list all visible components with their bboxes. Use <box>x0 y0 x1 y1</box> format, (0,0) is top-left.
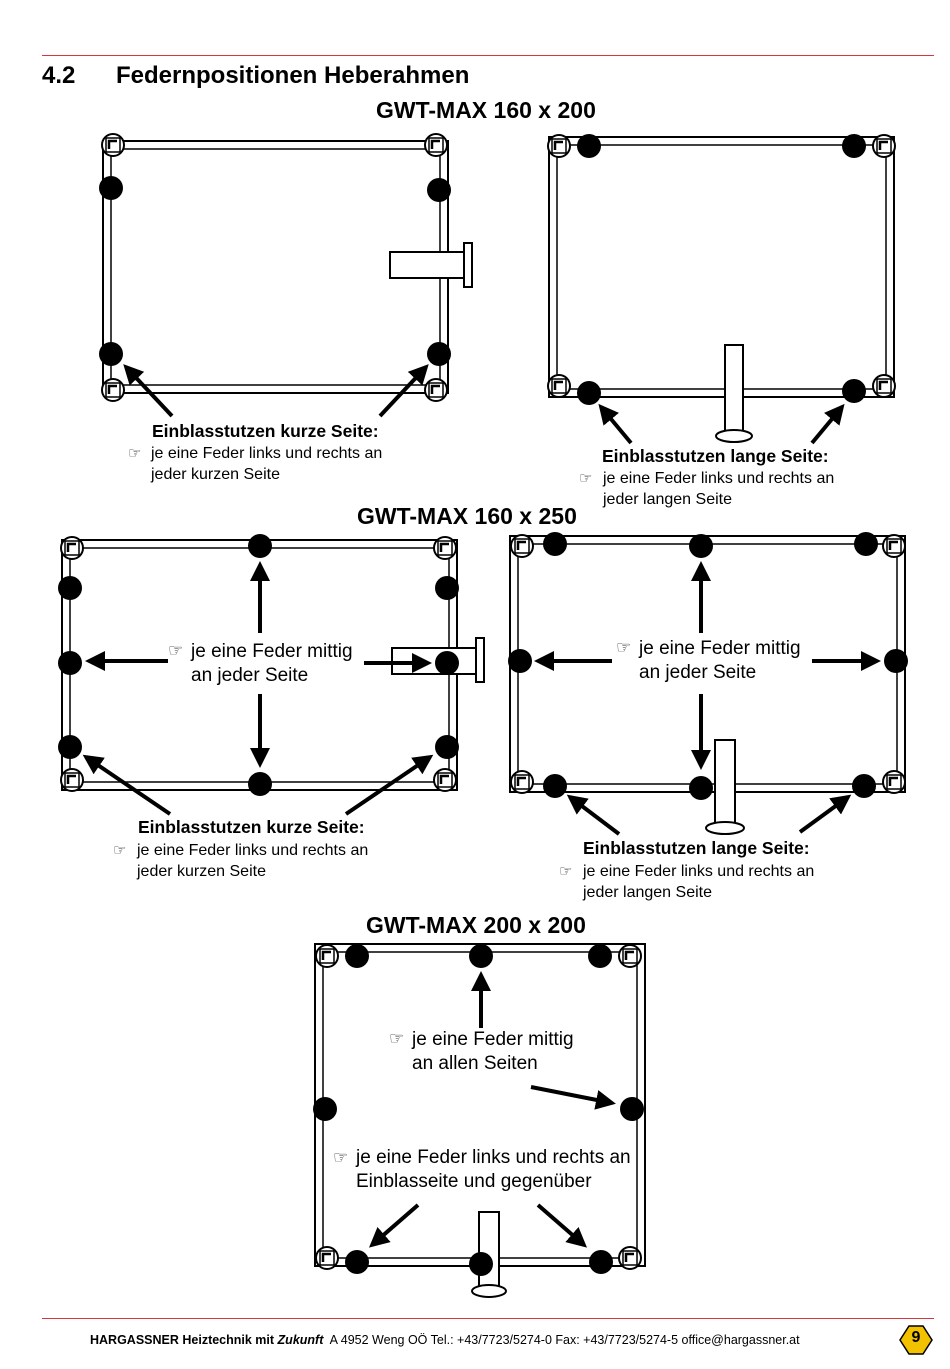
section-title: Federnpositionen Heberahmen <box>116 62 470 89</box>
pointing-hand-icon: ☞ <box>333 1148 349 1167</box>
model-title-160x250: GWT-MAX 160 x 250 <box>357 503 577 529</box>
pointing-hand-icon: ☞ <box>579 470 593 487</box>
caption-short-side-line2: jeder kurzen Seite <box>137 863 266 880</box>
caption-short-side-line2: jeder kurzen Seite <box>151 466 280 483</box>
pointing-hand-icon: ☞ <box>616 638 632 657</box>
frame-200x200 <box>313 943 646 1298</box>
header-rule <box>42 55 934 56</box>
model-title-200x200: GWT-MAX 200 x 200 <box>366 912 586 938</box>
caption-all-sides-line1: je eine Feder mittig <box>412 1029 574 1050</box>
caption-long-side-line2: jeder langen Seite <box>603 491 732 508</box>
caption-inlet-side-line2: Einblasseite und gegenüber <box>356 1171 592 1192</box>
caption-long-side-line2: jeder langen Seite <box>583 884 712 901</box>
caption-center-line2: an jeder Seite <box>639 662 757 683</box>
footer-text: HARGASSNER Heiztechnik mit Zukunft A 495… <box>90 1333 800 1347</box>
caption-long-side-line1: je eine Feder links und rechts an <box>603 470 835 487</box>
frame-160x250-long-nozzle <box>508 532 908 836</box>
caption-short-side-line1: je eine Feder links und rechts an <box>137 842 369 859</box>
caption-center-line2: an jeder Seite <box>191 665 309 686</box>
caption-short-side-title: Einblasstutzen kurze Seite: <box>138 817 365 837</box>
section-number: 4.2 <box>42 62 76 89</box>
model-title-160x200: GWT-MAX 160 x 200 <box>376 97 596 123</box>
pointing-hand-icon: ☞ <box>168 641 184 660</box>
footer-rule <box>42 1318 934 1319</box>
pointing-hand-icon: ☞ <box>389 1029 405 1048</box>
footer-slogan: Zukunft <box>277 1333 324 1347</box>
caption-center-line1: je eine Feder mittig <box>639 638 801 659</box>
caption-inlet-side-line1: je eine Feder links und rechts an <box>356 1147 631 1168</box>
footer-address: A 4952 Weng OÖ Tel.: +43/7723/5274-0 Fax… <box>329 1333 800 1347</box>
caption-center-line1: je eine Feder mittig <box>191 641 353 662</box>
caption-short-side-line1: je eine Feder links und rechts an <box>151 445 383 462</box>
caption-long-side-line1: je eine Feder links und rechts an <box>583 863 815 880</box>
frame-160x200-short-nozzle <box>99 132 473 418</box>
footer-company: HARGASSNER Heiztechnik mit <box>90 1333 275 1347</box>
frame-160x200-long-nozzle <box>546 133 897 445</box>
caption-long-side-title: Einblasstutzen lange Seite: <box>602 446 829 466</box>
pointing-hand-icon: ☞ <box>128 445 142 462</box>
page-number: 9 <box>911 1329 921 1346</box>
caption-long-side-title: Einblasstutzen lange Seite: <box>583 838 810 858</box>
page-badge-icon <box>899 1325 933 1355</box>
frame-160x250-short-nozzle <box>58 534 485 816</box>
caption-short-side-title: Einblasstutzen kurze Seite: <box>152 421 379 441</box>
pointing-hand-icon: ☞ <box>113 842 127 859</box>
caption-all-sides-line2: an allen Seiten <box>412 1053 538 1074</box>
pointing-hand-icon: ☞ <box>559 863 573 880</box>
